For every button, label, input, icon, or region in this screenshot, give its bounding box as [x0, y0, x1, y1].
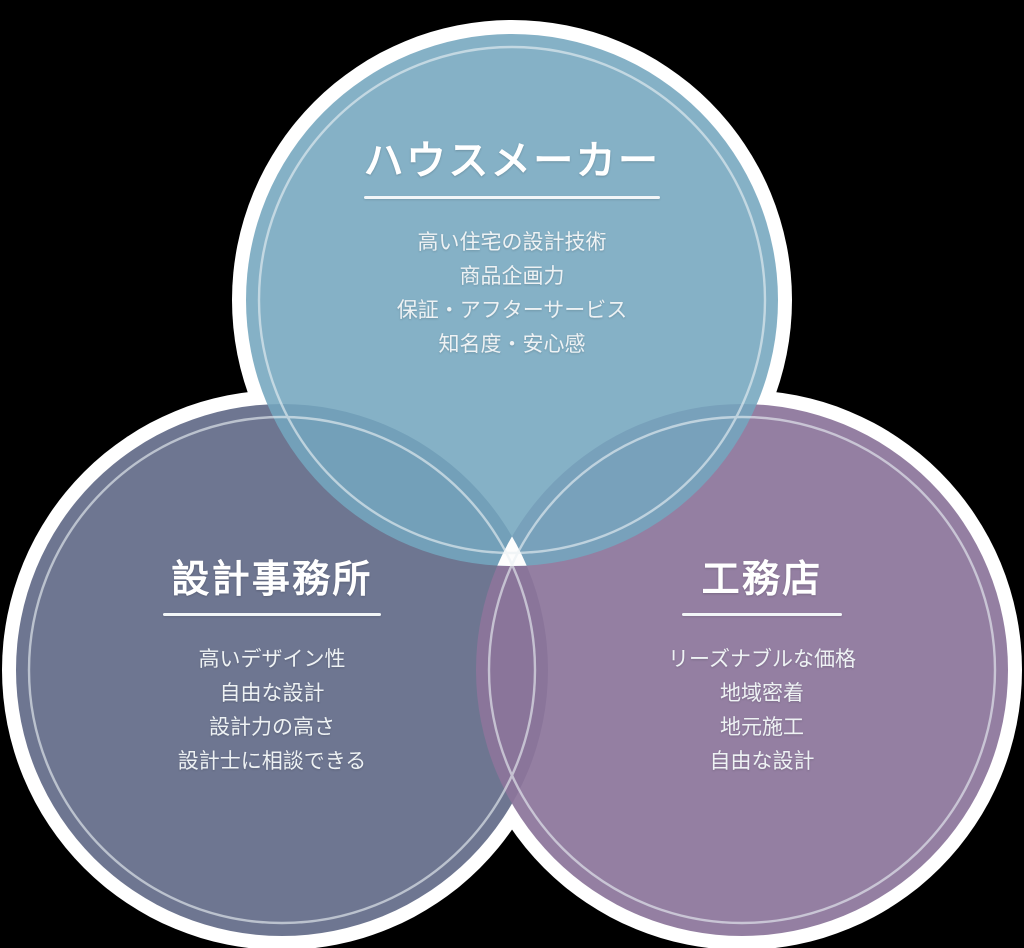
circle-title-construction-shop: 工務店 [701, 557, 823, 601]
list-item: 設計力の高さ [209, 715, 335, 740]
circle-label-construction-shop: 工務店 リーズナブルな価格 地域密着 地元施工 自由な設計 [512, 548, 1012, 778]
circle-items-design-office: 高いデザイン性 自由な設計 設計力の高さ 設計士に相談できる [22, 642, 522, 778]
list-item: 自由な設計 [219, 681, 325, 706]
title-underline-design-office [163, 613, 381, 616]
list-item: 地域密着 [720, 681, 804, 706]
circle-items-construction-shop: リーズナブルな価格 地域密着 地元施工 自由な設計 [512, 642, 1012, 778]
list-item: 自由な設計 [709, 749, 815, 774]
list-item: 地元施工 [720, 715, 804, 740]
list-item: 高い住宅の設計技術 [417, 230, 607, 254]
list-item: 高いデザイン性 [198, 647, 346, 671]
circle-title-house-maker: ハウスメーカー [363, 138, 661, 184]
list-item: 商品企画力 [459, 264, 565, 289]
list-item: 設計士に相談できる [177, 749, 367, 774]
circle-label-house-maker: ハウスメーカー 高い住宅の設計技術 商品企画力 保証・アフターサービス 知名度・… [262, 128, 762, 361]
list-item: 知名度・安心感 [438, 332, 586, 357]
list-item: リーズナブルな価格 [668, 647, 856, 671]
circle-label-design-office: 設計事務所 高いデザイン性 自由な設計 設計力の高さ 設計士に相談できる [22, 548, 522, 778]
circle-title-design-office: 設計事務所 [171, 557, 373, 601]
title-underline-construction-shop [682, 613, 842, 616]
circle-inner-rings [27, 45, 997, 925]
title-underline-house-maker [364, 196, 660, 199]
circle-items-house-maker: 高い住宅の設計技術 商品企画力 保証・アフターサービス 知名度・安心感 [262, 225, 762, 361]
list-item: 保証・アフターサービス [396, 298, 628, 323]
